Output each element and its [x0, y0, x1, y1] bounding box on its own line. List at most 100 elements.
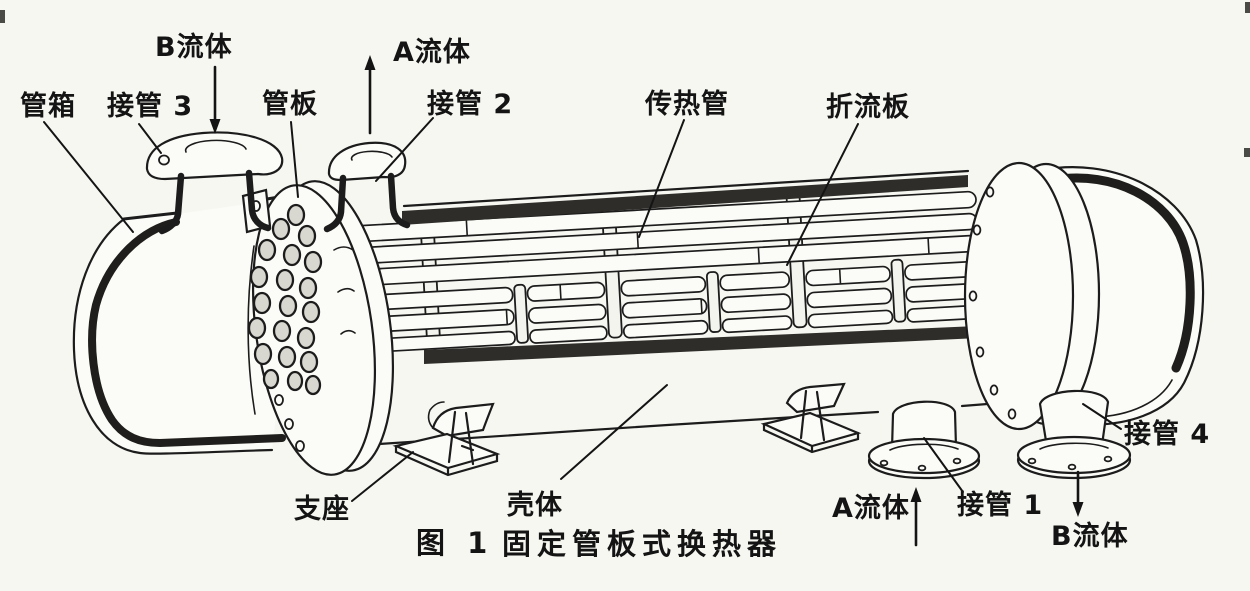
- fluid-b-outlet-arrowhead: [1072, 502, 1084, 517]
- nozzle-2-bore-arc: [350, 150, 393, 161]
- tube-box-section-wall: [88, 218, 286, 448]
- nozzle-2-wall-left: [323, 174, 347, 233]
- flange-bolt-hole: [1067, 463, 1077, 471]
- heat-tube: [720, 293, 792, 314]
- heat-tube: [529, 325, 608, 344]
- tube-box-body: [73, 196, 293, 453]
- right-head: [963, 161, 1205, 431]
- nozzle-4-graphic: [1016, 389, 1132, 480]
- support-1-base-thickness: [394, 444, 499, 477]
- heat-tube: [807, 309, 894, 329]
- nozzle-1-neck-arc: [889, 443, 959, 451]
- leader-nozzle-1: [923, 437, 964, 493]
- part-labels: 管箱 接管 3 B流体 管板 A流体 接管 2 传热管 折流板 接管 4 支座 …: [20, 32, 1210, 552]
- leader-nozzle-4: [1082, 403, 1122, 430]
- leader-tube-box: [43, 121, 134, 233]
- label-heat-tube: 传热管: [644, 89, 729, 120]
- label-tube-sheet: 管板: [262, 89, 318, 120]
- nozzle-3-wall-right: [245, 169, 272, 232]
- flange-bolt-hole: [295, 440, 305, 452]
- label-fluid-b-outlet: B流体: [1051, 521, 1129, 552]
- tube-holes: [247, 203, 323, 396]
- leader-nozzle-3: [138, 123, 162, 154]
- flange-bolt-hole: [1007, 408, 1017, 420]
- support-1-graphic: [392, 401, 501, 477]
- right-head-shade-band: [1048, 173, 1195, 373]
- fluid-a-inlet-arrowhead: [910, 487, 922, 502]
- flange-bolt-hole: [968, 290, 978, 302]
- flange-bolt-hole: [989, 384, 999, 396]
- nozzle-4-neck-arc: [1039, 442, 1109, 450]
- scan-mark: [0, 10, 5, 23]
- label-shell: 壳体: [507, 490, 563, 521]
- fluid-a-outlet-arrowhead: [364, 55, 376, 70]
- label-support: 支座: [294, 493, 350, 525]
- leader-heat-tube: [638, 119, 685, 238]
- label-fluid-a-outlet: A流体: [393, 37, 471, 68]
- tube-sheet-assembly: [241, 180, 395, 476]
- flange-bolt-hole: [274, 394, 284, 406]
- support-2-graphic: [760, 382, 862, 454]
- scan-mark: [1244, 148, 1250, 157]
- tube-fan-lines: [333, 246, 356, 335]
- leader-baffle: [786, 123, 859, 266]
- heat-tube: [527, 303, 607, 324]
- baffle-half: [513, 283, 529, 344]
- nozzle-4-flange: [1016, 435, 1132, 475]
- flange-bolt-hole: [1103, 455, 1113, 463]
- label-nozzle-3: 接管 3: [107, 91, 193, 122]
- heat-tube: [620, 276, 707, 297]
- support-1-ribs: [447, 410, 475, 466]
- baffle-half: [705, 271, 722, 333]
- label-tube-box: 管箱: [20, 90, 76, 122]
- tube-joint-ticks: [465, 219, 930, 325]
- caption-number: 图 1: [416, 526, 493, 560]
- label-baffle: 折流板: [826, 92, 910, 123]
- shell-top-silhouette: [402, 169, 970, 208]
- nozzle-4-barrel: [1038, 389, 1110, 449]
- scan-mark: [1245, 2, 1250, 13]
- leader-lines: [43, 117, 1122, 502]
- caption-title: 固定管板式换热器: [502, 527, 782, 561]
- nozzle-3-wall-left: [158, 172, 185, 235]
- support-1-pad-curl: [427, 401, 445, 429]
- tube-box-outline: [72, 217, 274, 455]
- nozzle-2-graphic: [323, 141, 411, 233]
- flange-bolt-hole: [284, 418, 294, 430]
- leader-support: [351, 451, 414, 502]
- flange-bolt-hole: [975, 346, 985, 358]
- flange-bolt-hole: [952, 457, 962, 465]
- flange-bolt-hole: [879, 459, 889, 467]
- support-2-ribs: [799, 389, 826, 442]
- heat-tube: [805, 265, 891, 287]
- label-fluid-b-inlet: B流体: [155, 32, 233, 63]
- flow-arrows: [209, 55, 1084, 547]
- nozzle-3-flange: [145, 131, 284, 181]
- heat-tube: [621, 297, 708, 319]
- label-nozzle-4: 接管 4: [1124, 419, 1210, 450]
- heat-tube: [622, 319, 709, 339]
- head-top-edge-left: [122, 211, 179, 221]
- nozzle-1-graphic: [867, 400, 981, 480]
- heat-tube: [806, 287, 893, 309]
- support-1-base: [392, 432, 501, 470]
- nozzle-2-wall-right: [387, 172, 411, 229]
- flange-bolt-hole: [1027, 457, 1037, 465]
- leader-tube-sheet: [290, 121, 299, 198]
- leader-nozzle-2: [375, 117, 434, 182]
- support-2-pad: [785, 382, 846, 414]
- flange-bolt-hole: [917, 464, 927, 472]
- nozzle-1-barrel: [890, 400, 958, 451]
- support-1-pad: [431, 402, 495, 438]
- nozzle-3-graphic: [145, 131, 284, 235]
- shell-cut-edge-bottom: [424, 325, 1000, 364]
- flange-bolt-hole: [985, 186, 995, 198]
- nozzle-3-bore-arc: [184, 139, 247, 153]
- right-flange-front: [963, 161, 1075, 431]
- label-nozzle-1: 接管 1: [957, 490, 1043, 521]
- label-fluid-a-inlet: A流体: [832, 493, 910, 524]
- figure-caption: 图 1 固定管板式换热器: [416, 526, 782, 561]
- heat-tube: [526, 281, 606, 302]
